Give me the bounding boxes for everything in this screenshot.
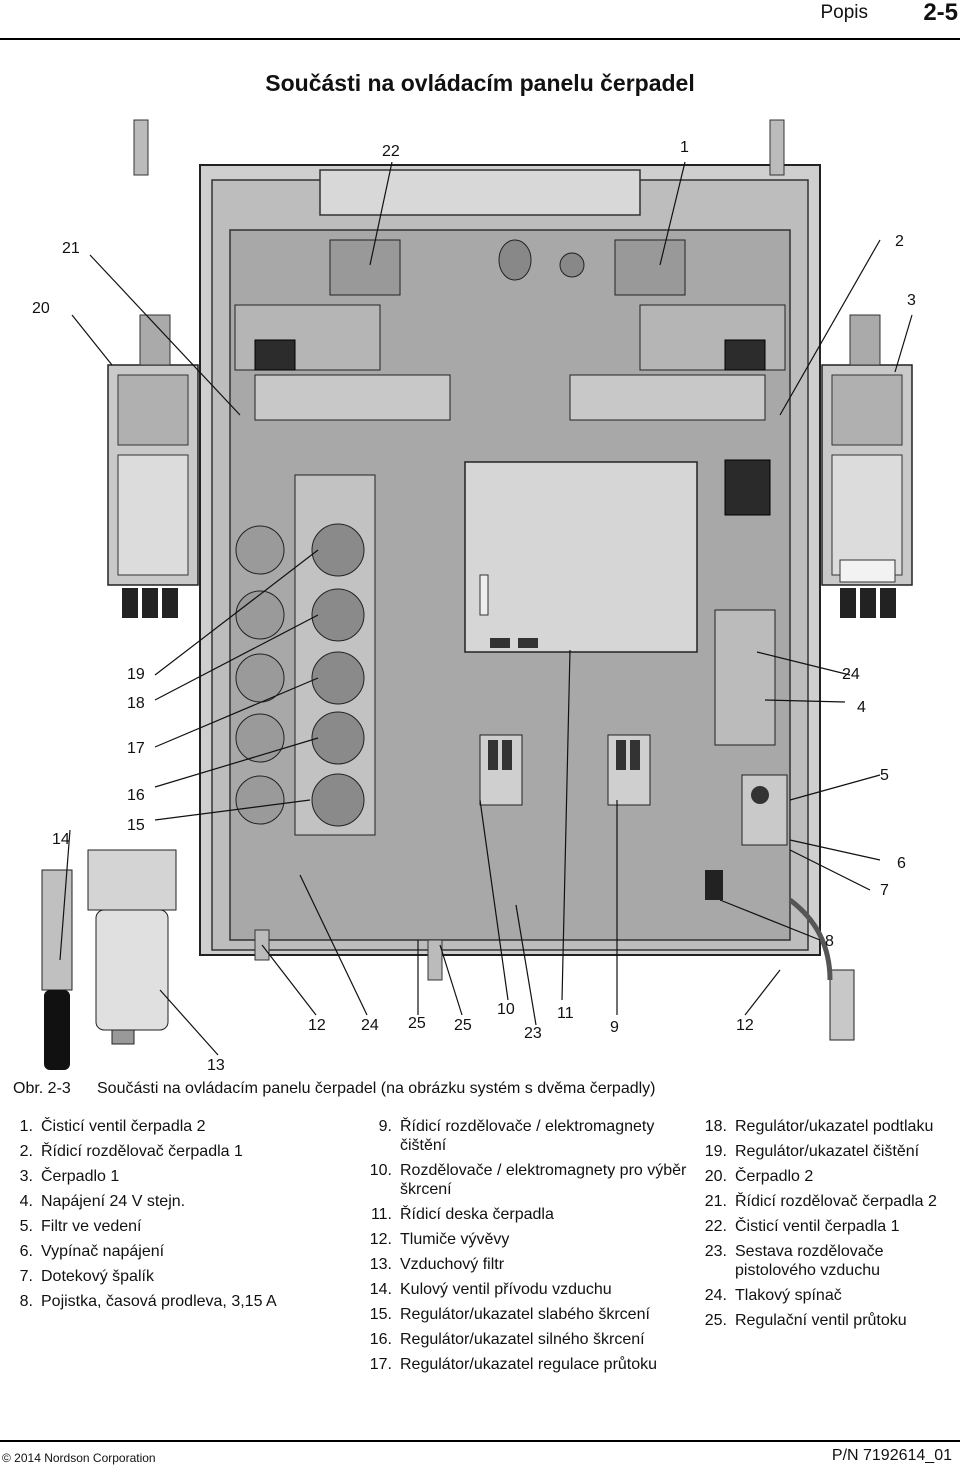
callout-5: 5 bbox=[880, 767, 889, 784]
legend-item: 9.Řídicí rozdělovače / elektromagnety či… bbox=[378, 1118, 655, 1154]
legend-item: 4.Napájení 24 V stejn. bbox=[19, 1193, 186, 1210]
header-section: Popis bbox=[820, 2, 868, 23]
callout-25-b: 25 bbox=[454, 1017, 472, 1034]
callout-8: 8 bbox=[825, 933, 834, 950]
legend-item: 7.Dotekový špalík bbox=[19, 1268, 154, 1285]
callout-3: 3 bbox=[907, 292, 916, 309]
footer-rule bbox=[0, 1440, 960, 1442]
callout-10: 10 bbox=[497, 1001, 515, 1018]
air-filter bbox=[41, 849, 177, 1070]
pump-control-board bbox=[464, 461, 698, 653]
legend-item: 18.Regulátor/ukazatel podtlaku bbox=[704, 1118, 934, 1135]
legend-item: 2.Řídicí rozdělovač čerpadla 1 bbox=[19, 1143, 243, 1160]
legend-item: 25.Regulační ventil průtoku bbox=[704, 1312, 907, 1329]
legend-item: 17.Regulátor/ukazatel regulace průtoku bbox=[369, 1356, 658, 1373]
callout-13: 13 bbox=[207, 1057, 225, 1070]
right-side-components bbox=[705, 459, 788, 900]
solenoid-manifolds bbox=[479, 734, 651, 806]
pump-2-left bbox=[107, 314, 199, 618]
legend-item: 19.Regulátor/ukazatel čištění bbox=[704, 1143, 920, 1160]
figure-number: Obr. 2-3 bbox=[13, 1080, 71, 1097]
pressure-switch bbox=[788, 898, 855, 1041]
callout-22: 22 bbox=[382, 143, 400, 160]
legend-item: 12.Tlumiče vývěvy bbox=[369, 1231, 510, 1248]
leader-lines bbox=[59, 161, 913, 1056]
control-manifolds bbox=[234, 304, 786, 421]
regulators bbox=[235, 474, 376, 836]
callout-4: 4 bbox=[857, 699, 866, 716]
callout-6: 6 bbox=[897, 855, 906, 872]
callout-labels: 22 1 21 2 20 3 19 18 24 4 17 16 5 15 14 … bbox=[32, 139, 916, 1070]
page-title: Součásti na ovládacím panelu čerpadel bbox=[265, 70, 695, 96]
legend-item: 1.Čisticí ventil čerpadla 2 bbox=[19, 1118, 206, 1135]
legend-item: 14.Kulový ventil přívodu vzduchu bbox=[369, 1281, 612, 1298]
legend-column-1: 1.Čisticí ventil čerpadla 2 2.Řídicí roz… bbox=[12, 1117, 352, 1317]
legend-item: 23.Sestava rozdělovače pistolového vzduc… bbox=[704, 1243, 884, 1279]
callout-2: 2 bbox=[895, 233, 904, 250]
callout-25-a: 25 bbox=[408, 1015, 426, 1032]
legend-item: 24.Tlakový spínač bbox=[704, 1287, 842, 1304]
callout-9: 9 bbox=[610, 1019, 619, 1036]
legend-item: 6.Vypínač napájení bbox=[19, 1243, 165, 1260]
footer-copyright: © 2014 Nordson Corporation bbox=[2, 1451, 156, 1465]
callout-1: 1 bbox=[680, 139, 689, 156]
callout-12-left: 12 bbox=[308, 1017, 326, 1034]
pump-panel-illustration: 22 1 21 2 20 3 19 18 24 4 17 16 5 15 14 … bbox=[32, 119, 916, 1070]
legend-item: 3.Čerpadlo 1 bbox=[19, 1168, 120, 1185]
pump-1-right bbox=[821, 314, 913, 618]
footer-part-number: P/N 7192614_01 bbox=[831, 1447, 952, 1464]
legend-item: 11.Řídicí deska čerpadla bbox=[370, 1206, 554, 1223]
legend-item: 16.Regulátor/ukazatel silného škrcení bbox=[369, 1331, 645, 1348]
callout-24-right: 24 bbox=[842, 666, 860, 683]
callout-23: 23 bbox=[524, 1025, 542, 1042]
legend-item: 21.Řídicí rozdělovač čerpadla 2 bbox=[704, 1193, 937, 1210]
legend-column-2: 9.Řídicí rozdělovače / elektromagnety či… bbox=[362, 1117, 692, 1380]
callout-15: 15 bbox=[127, 817, 145, 834]
callout-14: 14 bbox=[52, 831, 70, 848]
legend-item: 20.Čerpadlo 2 bbox=[704, 1168, 814, 1185]
legend-item: 10.Rozdělovače / elektromagnety pro výbě… bbox=[369, 1162, 687, 1198]
callout-7: 7 bbox=[880, 882, 889, 899]
legend-column-3: 18.Regulátor/ukazatel podtlaku 19.Regulá… bbox=[697, 1117, 960, 1336]
callout-20: 20 bbox=[32, 300, 50, 317]
callout-12-right: 12 bbox=[736, 1017, 754, 1034]
callout-11: 11 bbox=[557, 1005, 574, 1022]
callout-19: 19 bbox=[127, 666, 145, 683]
callout-21: 21 bbox=[62, 240, 80, 257]
header-rule bbox=[0, 38, 960, 40]
figure-caption: Součásti na ovládacím panelu čerpadel (n… bbox=[97, 1080, 656, 1097]
callout-24-bottom: 24 bbox=[361, 1017, 379, 1034]
legend-item: 13.Vzduchový filtr bbox=[369, 1256, 505, 1273]
header-page-number: 2-5 bbox=[923, 0, 958, 26]
callout-17: 17 bbox=[127, 740, 145, 757]
legend-item: 8.Pojistka, časová prodleva, 3,15 A bbox=[19, 1293, 277, 1310]
callout-16: 16 bbox=[127, 787, 145, 804]
legend-item: 5.Filtr ve vedení bbox=[19, 1218, 142, 1235]
legend-item: 15.Regulátor/ukazatel slabého škrcení bbox=[369, 1306, 650, 1323]
top-valves bbox=[329, 239, 686, 296]
legend-item: 22.Čisticí ventil čerpadla 1 bbox=[704, 1218, 900, 1235]
callout-18: 18 bbox=[127, 695, 145, 712]
